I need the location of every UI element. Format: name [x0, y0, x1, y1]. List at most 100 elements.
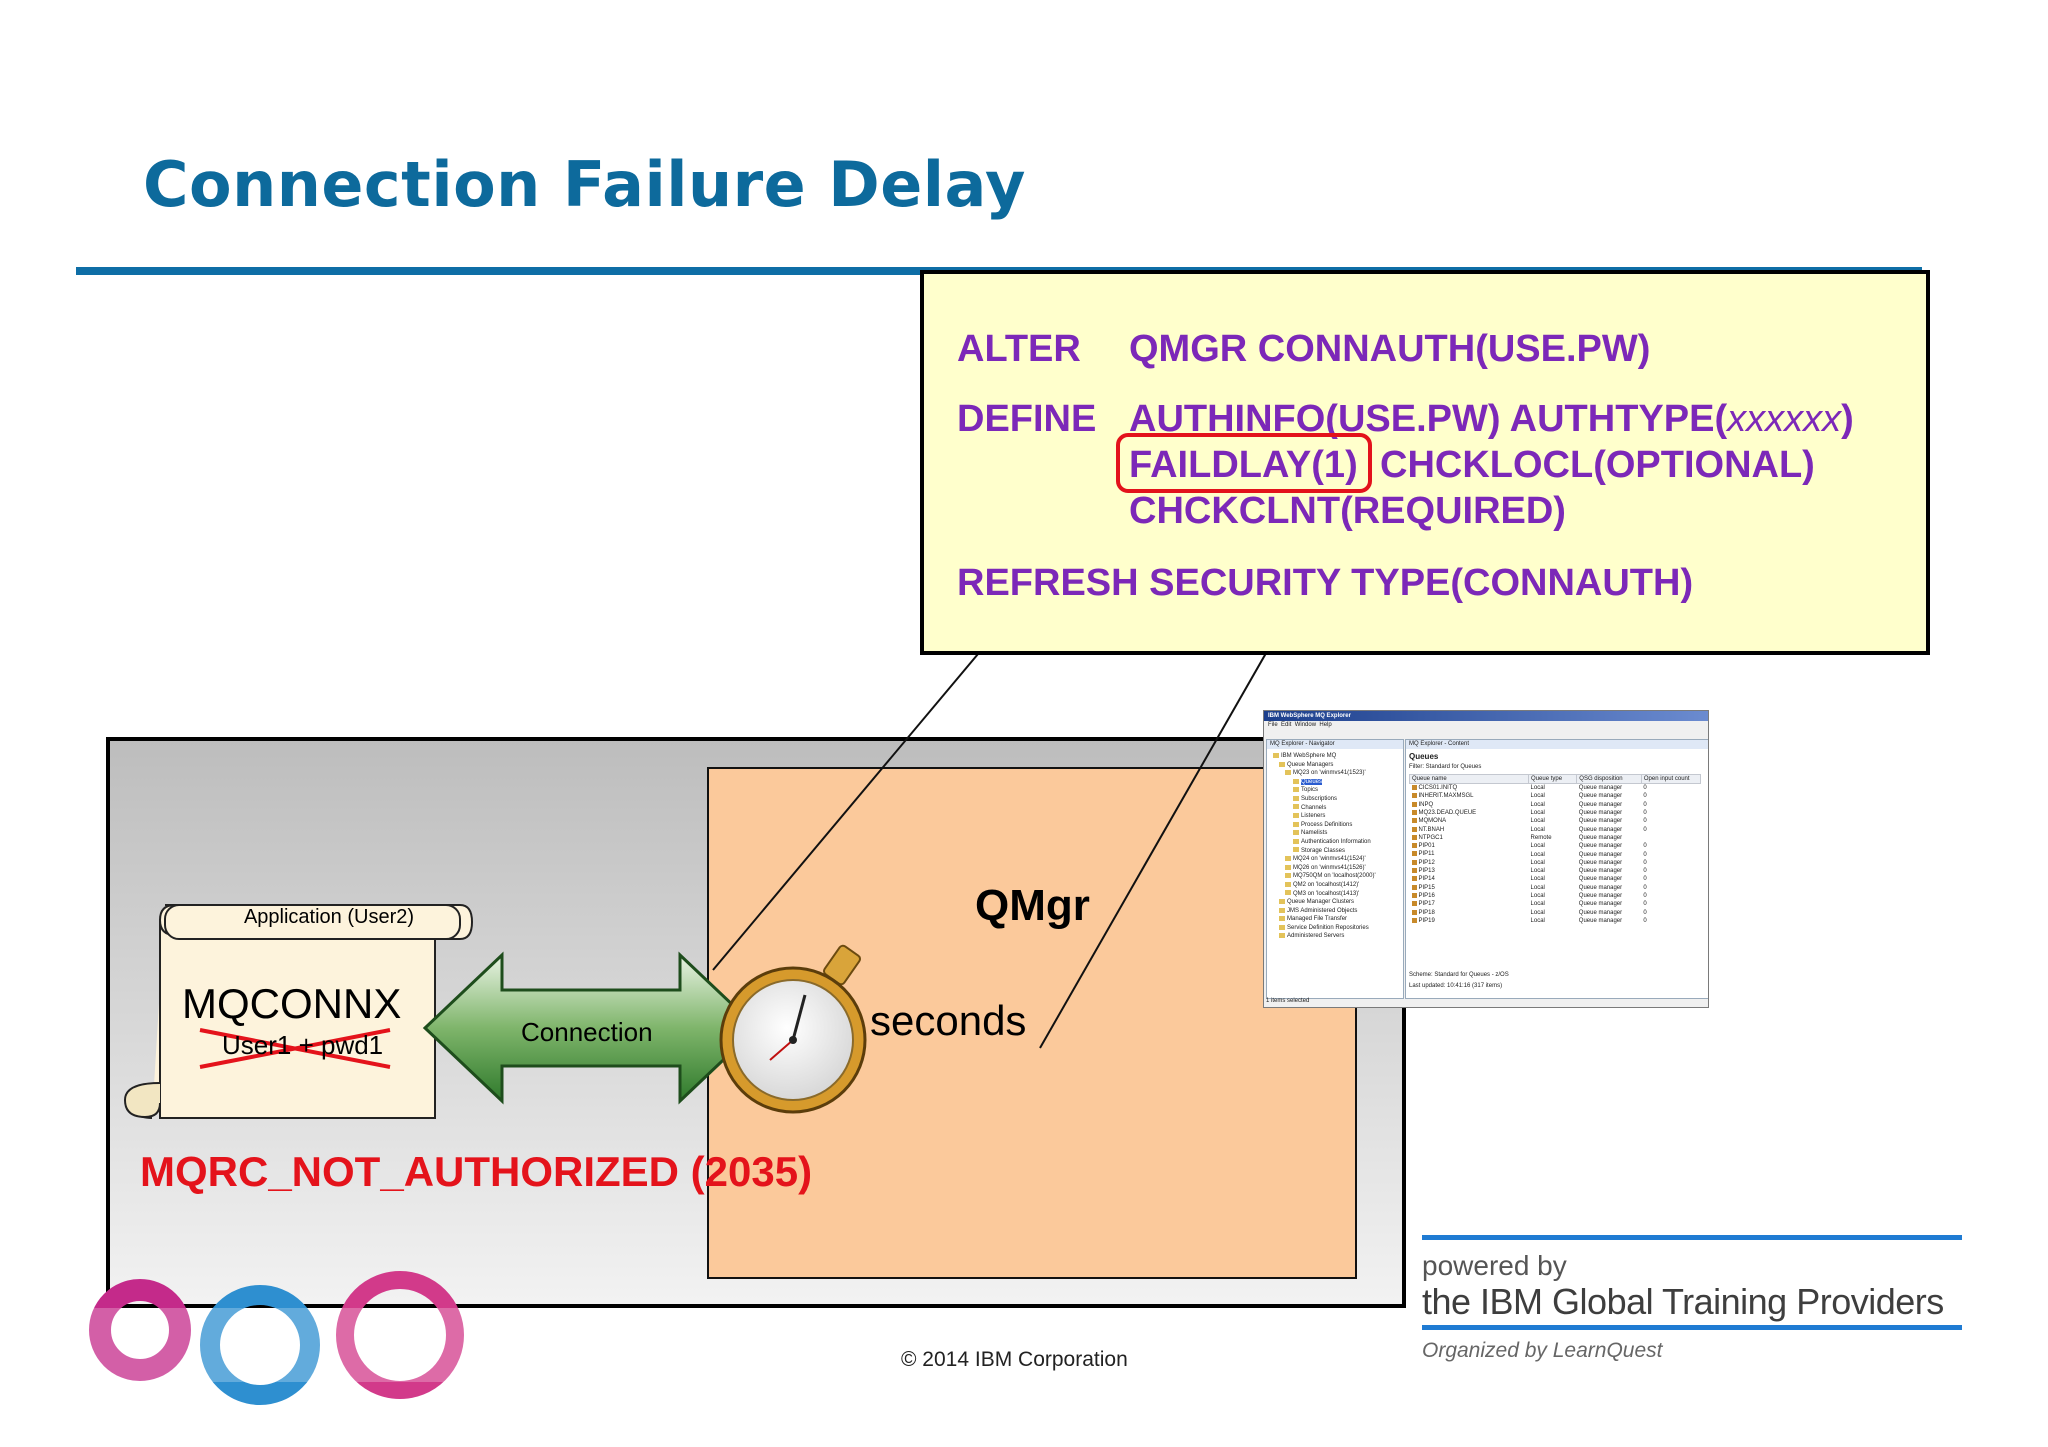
- copyright: © 2014 IBM Corporation: [901, 1348, 1128, 1371]
- table-cell: Queue manager: [1578, 859, 1623, 866]
- table-cell: NT.BNAH: [1410, 825, 1529, 833]
- struck-credentials: User1 + pwd1: [222, 1030, 384, 1060]
- table-cell: Queue manager: [1578, 868, 1623, 875]
- tree-item[interactable]: MQ26 on 'winmvs41(1526)': [1271, 864, 1403, 873]
- alter-keyword: ALTER: [957, 328, 1081, 370]
- tree-item[interactable]: Service Definition Repositories: [1271, 924, 1403, 933]
- table-cell: Queue manager: [1578, 834, 1623, 841]
- tree-item[interactable]: Topics: [1271, 786, 1403, 795]
- menu-help[interactable]: Help: [1319, 722, 1332, 728]
- table-cell: Local: [1530, 826, 1545, 833]
- brand-rule-top: [1422, 1235, 1962, 1240]
- table-cell: PIP01: [1410, 842, 1529, 850]
- content-tab[interactable]: MQ Explorer - Content: [1406, 740, 1708, 749]
- tree-item[interactable]: Process Definitions: [1271, 821, 1403, 830]
- tree-item[interactable]: Administered Servers: [1271, 932, 1403, 941]
- menu-window[interactable]: Window: [1294, 722, 1317, 728]
- column-queue-type[interactable]: Queue type: [1528, 774, 1578, 784]
- alter-args: QMGR CONNAUTH(USE.PW): [1129, 328, 1651, 370]
- tree-item[interactable]: QM2 on 'localhost(1412)': [1271, 881, 1403, 890]
- qmgr-label: QMgr: [975, 881, 1090, 930]
- queue-icon: [1411, 909, 1417, 915]
- table-cell: PIP11: [1410, 850, 1529, 858]
- navigator-tab[interactable]: MQ Explorer - Navigator: [1267, 740, 1403, 749]
- content-pane: MQ Explorer - Content Queues Filter: Sta…: [1405, 739, 1708, 999]
- table-cell: PIP17: [1410, 900, 1529, 908]
- table-cell: Queue manager: [1578, 843, 1623, 850]
- table-cell: 0: [1643, 818, 1647, 825]
- table-cell: 0: [1643, 793, 1647, 800]
- tree-item[interactable]: Managed File Transfer: [1271, 915, 1403, 924]
- column-queue-name[interactable]: Queue name: [1408, 774, 1530, 784]
- table-cell: 0: [1643, 785, 1647, 792]
- column-qsg-disposition[interactable]: QSG disposition: [1576, 774, 1642, 784]
- brand-rule-bottom: [1422, 1325, 1962, 1330]
- powered-by: powered by: [1422, 1250, 1567, 1281]
- tree-item[interactable]: MQ750QM on 'localhost(2000)': [1271, 872, 1403, 881]
- tree-item[interactable]: Storage Classes: [1271, 847, 1403, 856]
- scheme-label: Scheme: Standard for Queues - z/OS: [1409, 972, 1509, 978]
- table-cell: Queue manager: [1578, 851, 1623, 858]
- table-cell: Local: [1530, 843, 1545, 850]
- column-open-input-count[interactable]: Open input count: [1640, 774, 1702, 784]
- tree-item[interactable]: Subscriptions: [1271, 795, 1403, 804]
- tree-item[interactable]: Listeners: [1271, 812, 1403, 821]
- table-cell: Local: [1530, 901, 1545, 908]
- menu-file[interactable]: File: [1268, 722, 1278, 728]
- explorer-titlebar: IBM WebSphere MQ Explorer: [1264, 711, 1708, 721]
- table-cell: INHERIT.MAXMSGL: [1410, 792, 1529, 800]
- tree-item[interactable]: QM3 on 'localhost(1413)': [1271, 890, 1403, 899]
- table-cell: Local: [1530, 810, 1545, 817]
- tree-item[interactable]: IBM WebSphere MQ: [1271, 752, 1403, 761]
- table-cell: Local: [1530, 818, 1545, 825]
- table-cell: Queue manager: [1578, 909, 1623, 916]
- tree-item[interactable]: MQ24 on 'winmvs41(1524)': [1271, 855, 1403, 864]
- folder-icon: [1293, 821, 1299, 827]
- queue-filter[interactable]: Filter: Standard for Queues: [1409, 764, 1482, 770]
- tree-item[interactable]: Authentication Information: [1271, 838, 1403, 847]
- table-cell: Local: [1530, 884, 1545, 891]
- folder-icon: [1293, 847, 1299, 853]
- define-line-2-rest: CHCKLOCL(OPTIONAL): [1380, 444, 1815, 486]
- tree-item[interactable]: MQ23 on 'winmvs41(1523)': [1271, 769, 1403, 778]
- queue-icon: [1411, 818, 1417, 824]
- refresh-command: REFRESH SECURITY TYPE(CONNAUTH): [957, 562, 1694, 604]
- tree-item[interactable]: JMS Administered Objects: [1271, 907, 1403, 916]
- queue-icon: [1411, 884, 1417, 890]
- table-cell: Queue manager: [1578, 826, 1623, 833]
- tree-item[interactable]: Channels: [1271, 804, 1403, 813]
- decorative-logo: [70, 1271, 480, 1405]
- queues-heading: Queues: [1409, 752, 1439, 761]
- table-cell: Remote: [1530, 834, 1552, 841]
- table-cell: 0: [1643, 859, 1647, 866]
- table-cell: PIP16: [1410, 892, 1529, 900]
- menu-edit[interactable]: Edit: [1281, 722, 1292, 728]
- tree-item[interactable]: Queue Manager Clusters: [1271, 898, 1403, 907]
- failday-highlight: [1116, 433, 1372, 493]
- tree-item[interactable]: Namelists: [1271, 829, 1403, 838]
- tree-item[interactable]: Queue Managers: [1271, 761, 1403, 770]
- queue-icon: [1411, 826, 1417, 832]
- table-cell: 0: [1643, 917, 1647, 924]
- queue-icon: [1411, 801, 1417, 807]
- tree-item-queues[interactable]: Queues: [1271, 778, 1403, 787]
- queue-icon: [1411, 834, 1417, 840]
